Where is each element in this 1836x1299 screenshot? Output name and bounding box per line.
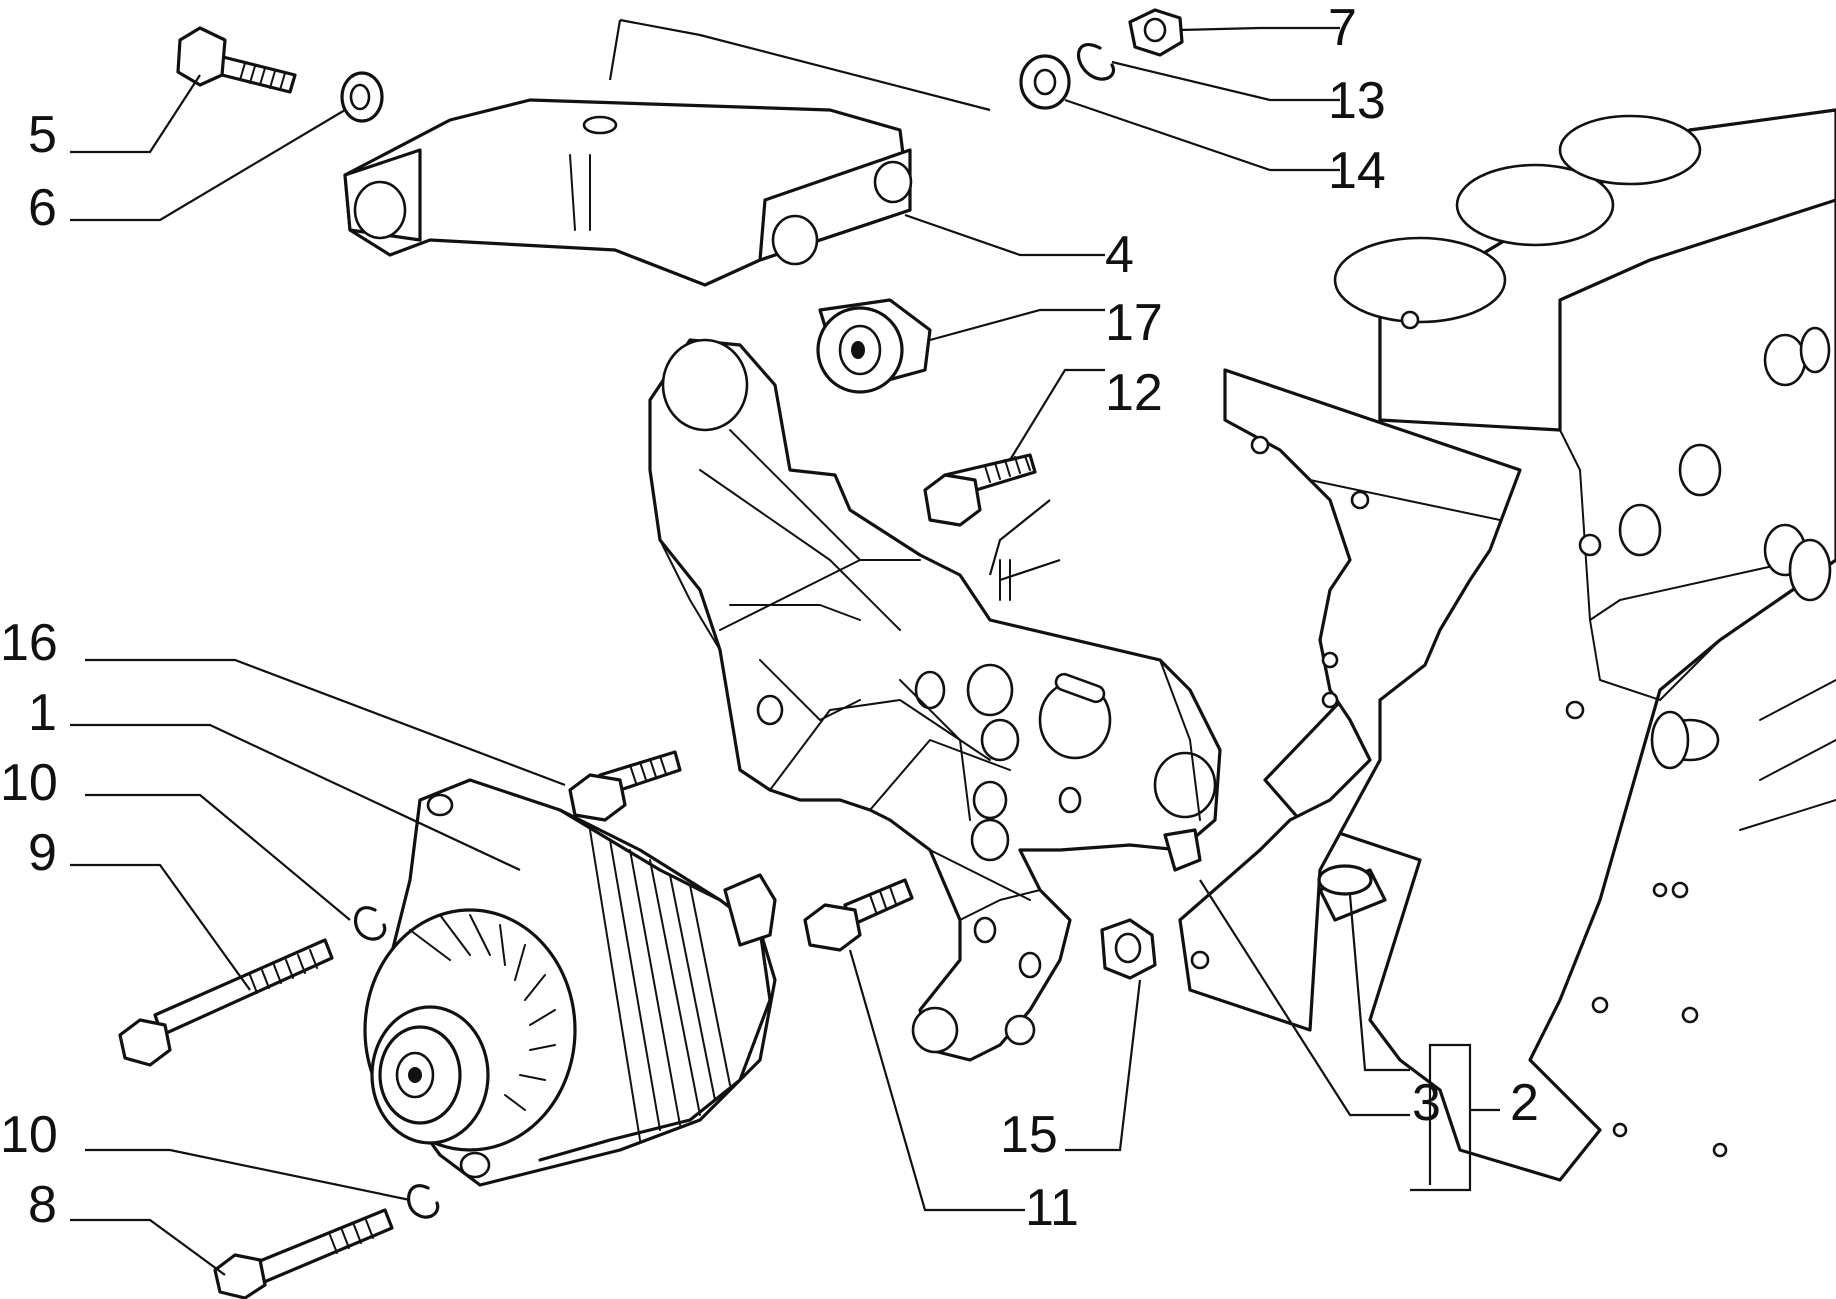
leader-lines (70, 18, 1500, 1276)
part-15-nut (1100, 918, 1157, 980)
part-7-nut (1128, 8, 1184, 57)
callout-5: 5 (28, 106, 57, 164)
part-16-bolt (568, 750, 682, 822)
callout-4: 4 (1105, 226, 1134, 284)
callout-3: 3 (1412, 1074, 1441, 1132)
callout-11: 11 (1025, 1179, 1079, 1237)
callout-14: 14 (1328, 142, 1386, 200)
bracket-hole-upper (873, 160, 913, 204)
callout-15: 15 (1000, 1106, 1058, 1164)
part-main-alternator-bracket (648, 338, 1222, 1062)
callout-labels: 5 6 7 13 14 4 17 12 16 1 10 9 10 8 11 15… (0, 0, 1539, 1237)
callout-12: 12 (1105, 364, 1163, 422)
bracket-hole-lower (771, 214, 819, 266)
part-2-stud (1163, 828, 1202, 872)
part-10-washer-upper (353, 906, 387, 941)
support-plate (1178, 368, 1522, 1032)
part-12-bolt (923, 453, 1037, 527)
part-9-bolt (118, 938, 334, 1067)
cylinder-bore-1 (1455, 163, 1615, 247)
callout-7: 7 (1328, 0, 1357, 57)
callout-16: 16 (0, 614, 58, 672)
cylinder-bore-3 (1333, 236, 1507, 324)
cylinder-bore-2 (1558, 114, 1702, 186)
part-10-washer-lower (406, 1184, 440, 1219)
engine-block (1263, 108, 1836, 1182)
callout-9: 9 (28, 824, 57, 882)
part-17-bushing (816, 298, 932, 394)
callout-10-lower: 10 (0, 1106, 58, 1164)
bracket-hole-left (353, 180, 407, 240)
callout-8: 8 (28, 1176, 57, 1234)
upper-eye (661, 338, 749, 432)
alternator (363, 778, 777, 1187)
callout-1: 1 (28, 684, 57, 742)
part-3-dowel (1317, 864, 1387, 922)
callout-17: 17 (1105, 294, 1163, 352)
callout-6: 6 (28, 179, 57, 237)
part-5-bolt (176, 26, 297, 94)
part-8-bolt (213, 1208, 394, 1299)
callout-10-upper: 10 (0, 754, 58, 812)
callout-13: 13 (1328, 72, 1386, 130)
part-13-lock-washer (1076, 43, 1115, 81)
callout-2: 2 (1510, 1074, 1539, 1132)
part-6-washer (340, 71, 384, 123)
part-14-washer (1019, 54, 1071, 110)
part-4-upper-bracket (343, 98, 913, 287)
part-11-bolt (803, 878, 914, 952)
